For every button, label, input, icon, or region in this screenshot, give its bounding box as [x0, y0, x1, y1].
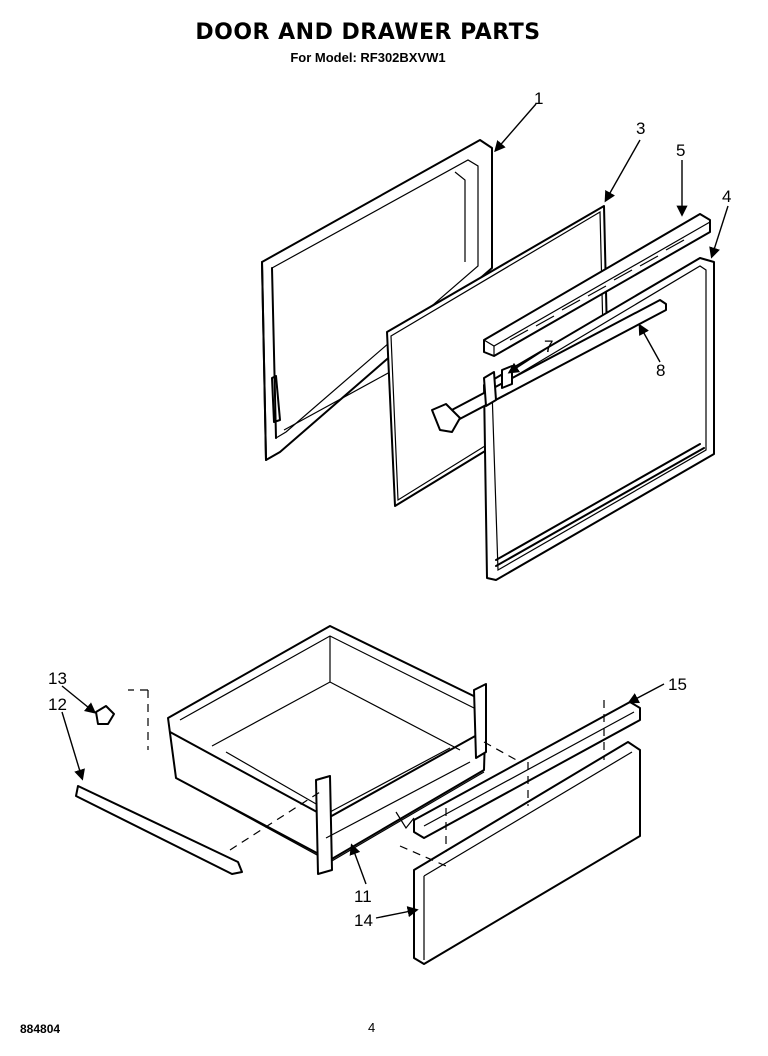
callout-11: 11 [354, 887, 372, 906]
vent-trim [483, 213, 711, 357]
outer-door-panel [261, 139, 493, 461]
callout-1: 1 [534, 89, 543, 108]
callout-3: 3 [636, 119, 645, 138]
callout-12: 12 [48, 695, 67, 714]
page-number: 4 [368, 1020, 376, 1035]
callout-7: 7 [544, 337, 553, 356]
model-label: For Model: RF302BXVW1 [290, 50, 446, 65]
callout-8: 8 [656, 361, 665, 380]
callout-5: 5 [676, 141, 685, 160]
callout-15: 15 [668, 675, 687, 694]
assembly-guide-lines [128, 689, 605, 867]
callout-13: 13 [48, 669, 67, 688]
leader-lines [61, 103, 729, 919]
drawer-glide [75, 785, 243, 875]
drawer-front-panel [413, 741, 641, 965]
inner-door-frame [483, 257, 715, 581]
drawer-clip [95, 705, 115, 725]
page-title: DOOR AND DRAWER PARTS [195, 20, 541, 45]
drawer-body [167, 625, 487, 875]
callout-14: 14 [354, 911, 373, 930]
diagram-code: 884804 [20, 1022, 61, 1036]
callout-4: 4 [722, 187, 731, 206]
